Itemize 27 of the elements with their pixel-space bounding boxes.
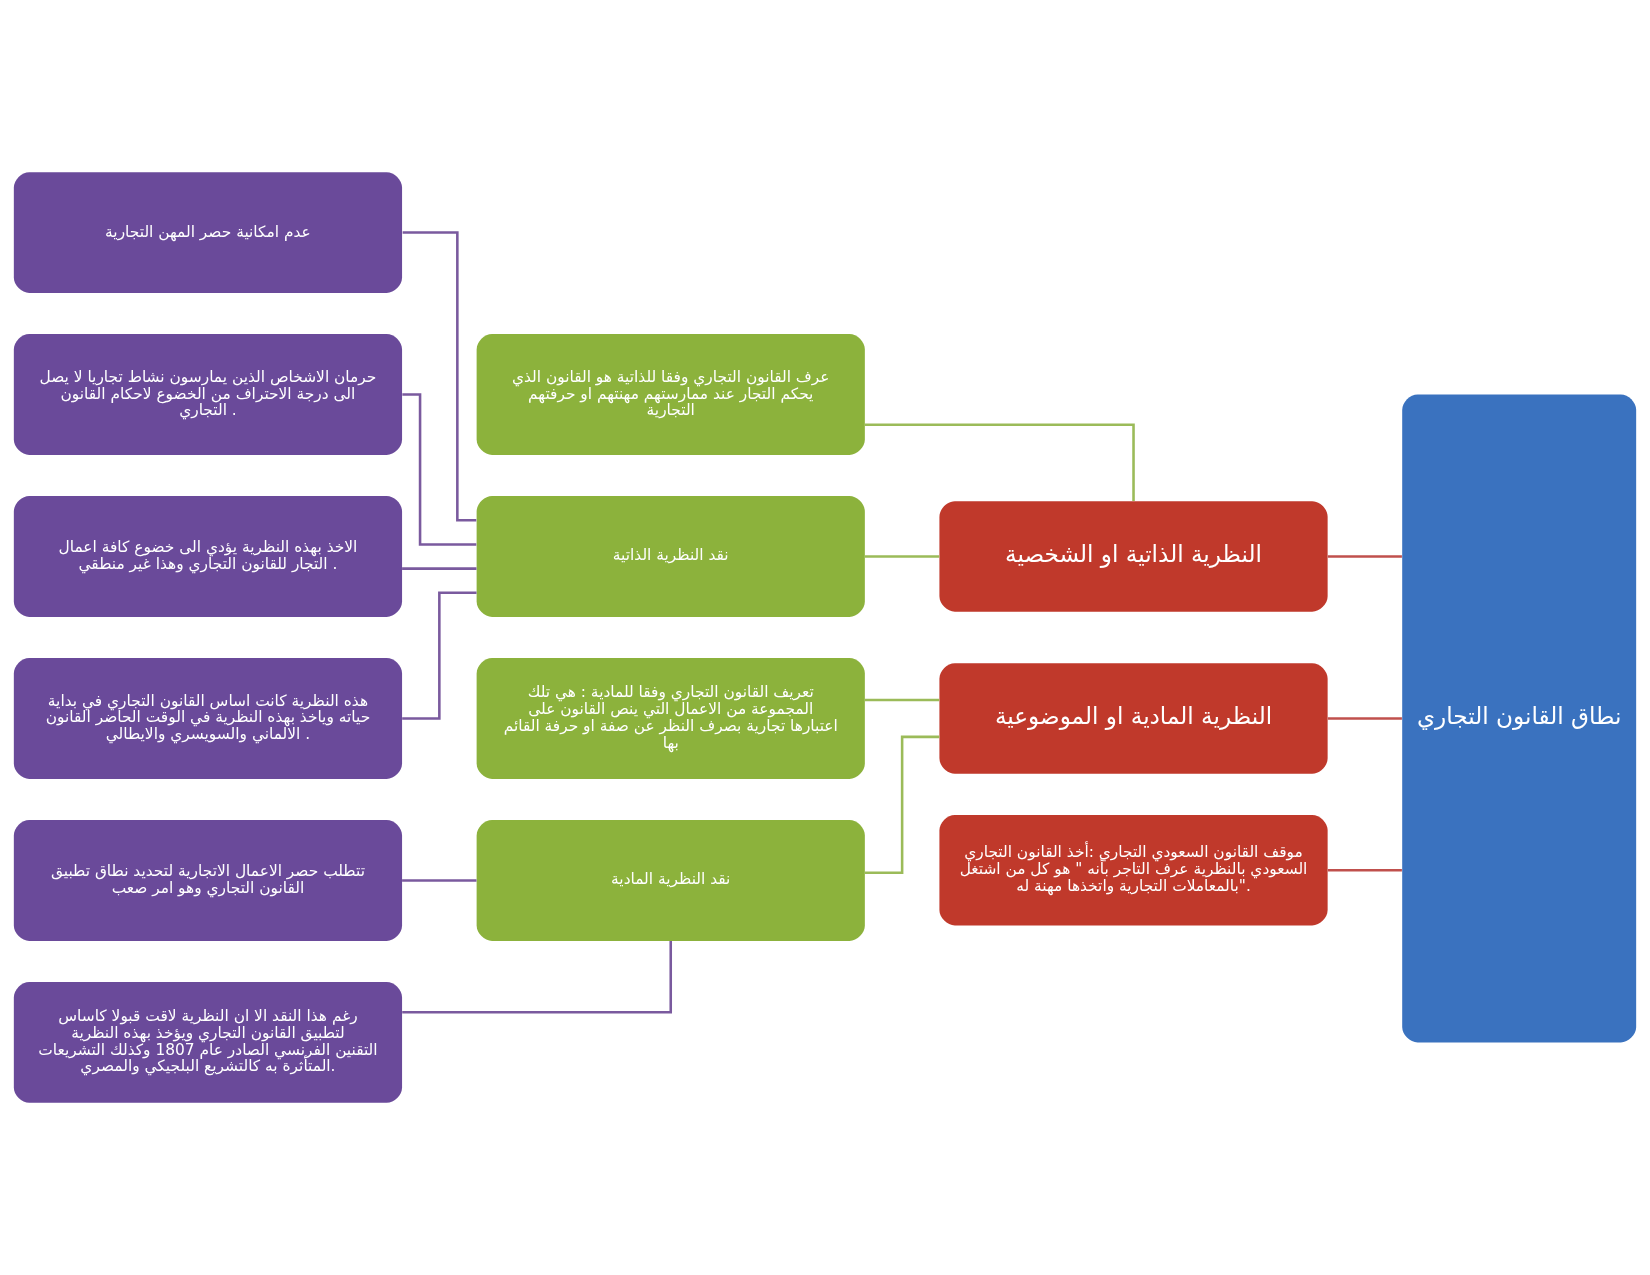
connector	[864, 698, 940, 702]
connector	[402, 393, 477, 546]
node-box: نطاق القانون التجاري	[1402, 394, 1637, 1043]
node-box: هذه النظرية كانت اساس القانون التجاري في بداية حياته وياخذ بهذه النظرية في الوقت الحاضر القانون الالماني والسويسري والايطالي .	[13, 658, 403, 779]
connector	[1327, 555, 1402, 558]
connector	[402, 879, 477, 882]
node-box: تعريف القانون التجاري وفقا للمادية : هي تلك المجموعة من الاعمال التي ينص القانون على اعتبارها تجارية بصرف النظر عن صفة او حرفة القائم بها	[476, 658, 865, 779]
node-box: رغم هذا النقد الا ان النظرية لاقت قبولا كاساس لتطبيق القانون التجاري ويؤخذ بهذه النظرية التقنين الفرنسي الصادر عام 1807 وكذلك التشريعات المتأثرة به كالتشريع البلجيكي والمصري.	[13, 982, 403, 1103]
node-box: النظرية الذاتية او الشخصية	[939, 501, 1328, 612]
node-box: عدم امكانية حصر المهن التجارية	[13, 172, 403, 293]
node-box: موقف القانون السعودي التجاري :أخذ القانون التجاري السعودي بالنظرية عرف التاجر بأنه " هو كل من اشتغل بالمعاملات التجارية واتخذها مهنة له".	[939, 814, 1328, 926]
node-box: الاخذ بهذه النظرية يؤدي الى خضوع كافة اعمال التجار للقانون التجاري وهذا غير منطقي .	[13, 496, 403, 617]
node-box: تتطلب حصر الاعمال الاتجارية لتحديد نطاق تطبيق القانون التجاري وهو امر صعب	[13, 820, 403, 941]
node-box: حرمان الاشخاص الذين يمارسون نشاط تجاريا لا يصل الى درجة الاحتراف من الخضوع لاحكام القانون التجاري .	[13, 334, 403, 455]
node-box: عرف القانون التجاري وفقا للذاتية هو القانون الذي يحكم التجار عند ممارستهم مهنتهم او حرفتهم التجارية	[476, 334, 865, 455]
connector	[402, 591, 477, 720]
connector	[402, 231, 477, 522]
node-box: نقد النظرية المادية	[476, 820, 865, 941]
connector	[864, 735, 940, 875]
connector	[402, 567, 477, 570]
connector	[865, 423, 1135, 501]
connector	[1327, 717, 1402, 720]
node-box: نقد النظرية الذاتية	[476, 496, 865, 617]
connector	[864, 555, 940, 558]
connector	[402, 940, 673, 1014]
connector	[1327, 868, 1402, 872]
node-box: النظرية المادية او الموضوعية	[939, 663, 1328, 774]
